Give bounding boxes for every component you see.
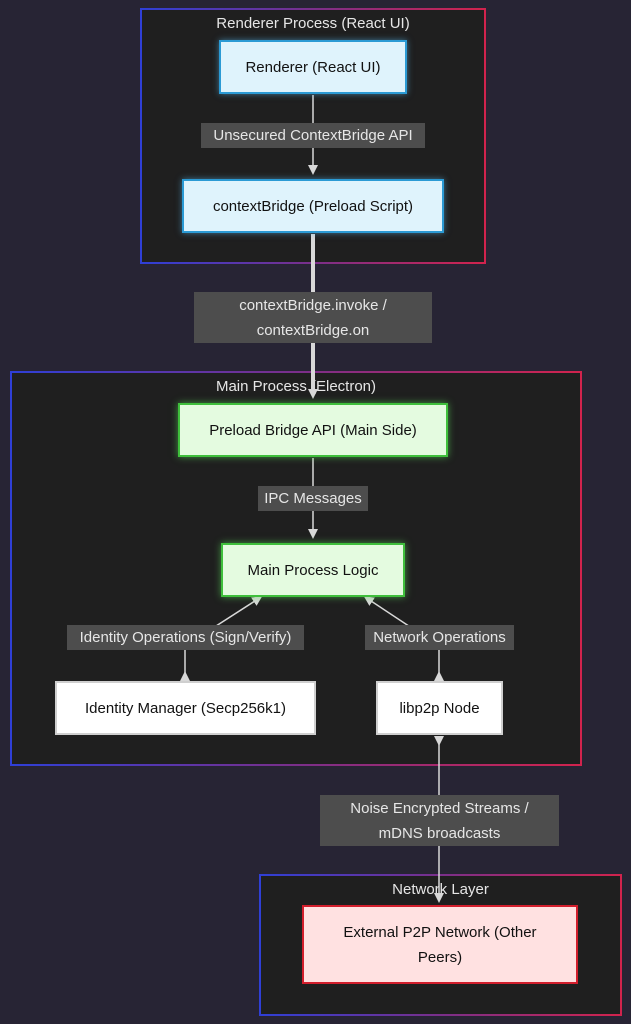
edge-label-noise-line-1: Noise Encrypted Streams /: [350, 800, 529, 817]
renderer-process-title: Renderer Process (React UI): [216, 15, 410, 32]
libp2p-node: libp2p Node: [376, 681, 503, 735]
preload-bridge-api-node: Preload Bridge API (Main Side): [178, 403, 448, 457]
context-bridge-preload-node: contextBridge (Preload Script): [182, 179, 444, 233]
edge-label-invoke-line-2: contextBridge.on: [256, 322, 370, 339]
external-p2p-line-1: External P2P Network (Other: [343, 923, 537, 941]
edge-label-identity-operations: Identity Operations (Sign/Verify): [67, 625, 304, 650]
identity-manager-node: Identity Manager (Secp256k1): [55, 681, 316, 735]
edge-label-noise-streams: Noise Encrypted Streams / mDNS broadcast…: [320, 795, 559, 846]
edge-label-unsecured-api: Unsecured ContextBridge API: [201, 123, 425, 148]
external-p2p-network-node: External P2P Network (Other Peers): [302, 905, 578, 984]
edge-label-noise-line-2: mDNS broadcasts: [378, 825, 501, 842]
main-process-logic-node: Main Process Logic: [221, 543, 405, 597]
external-p2p-line-2: Peers): [417, 948, 463, 966]
edge-label-invoke: contextBridge.invoke / contextBridge.on: [194, 292, 432, 343]
edge-label-network-operations: Network Operations: [365, 625, 514, 650]
edge-label-ipc-messages: IPC Messages: [258, 486, 368, 511]
main-process-title: Main Process (Electron): [215, 378, 377, 395]
renderer-react-ui-node: Renderer (React UI): [219, 40, 407, 94]
edge-label-invoke-line-1: contextBridge.invoke /: [239, 297, 387, 314]
